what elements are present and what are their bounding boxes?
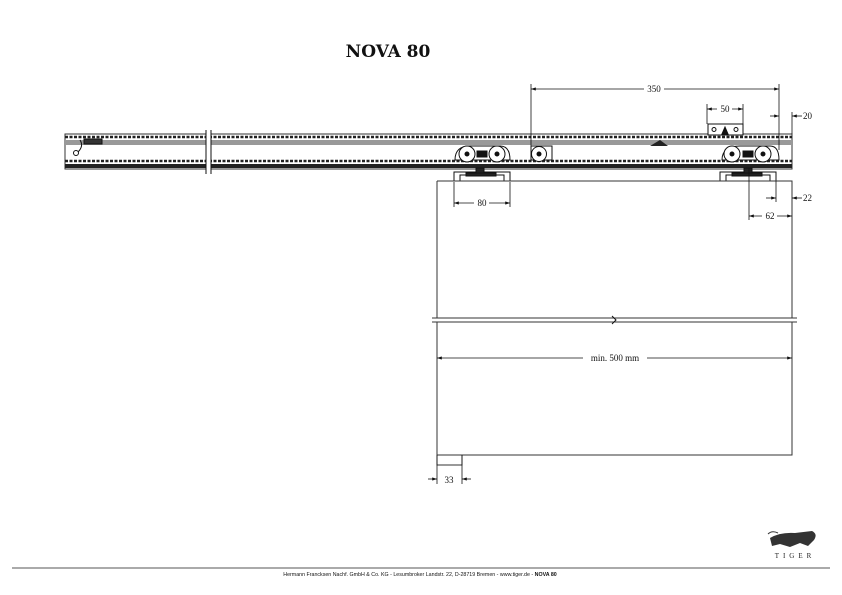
dim-33-label: 33 bbox=[445, 475, 455, 485]
logo-text: TIGER bbox=[775, 552, 816, 560]
dim-80-label: 80 bbox=[478, 198, 488, 208]
drawing-title: NOVA 80 bbox=[346, 42, 431, 62]
door-panel bbox=[432, 180, 797, 466]
dim-22-label: 22 bbox=[803, 193, 812, 203]
hanger-left bbox=[453, 167, 511, 182]
tiger-logo: TIGER bbox=[767, 531, 816, 560]
carriage-left bbox=[454, 145, 511, 163]
footer-text: Hermann Francksen Nachf. GmbH & Co. KG -… bbox=[283, 572, 557, 578]
carriage-single-wheel bbox=[530, 145, 553, 162]
end-stop-left bbox=[73, 138, 103, 156]
carriage-right bbox=[721, 145, 780, 163]
dim-20-label: 20 bbox=[803, 111, 813, 121]
dim-62-label: 62 bbox=[766, 211, 775, 221]
dim-min-width-label: min. 500 mm bbox=[591, 353, 639, 363]
activator-bracket bbox=[707, 123, 744, 136]
dim-350-label: 350 bbox=[647, 84, 661, 94]
hanger-right bbox=[719, 167, 777, 182]
track-rail bbox=[64, 133, 793, 170]
dim-50-label: 50 bbox=[721, 104, 731, 114]
break-mark bbox=[205, 130, 212, 174]
damper-trigger bbox=[650, 140, 668, 146]
